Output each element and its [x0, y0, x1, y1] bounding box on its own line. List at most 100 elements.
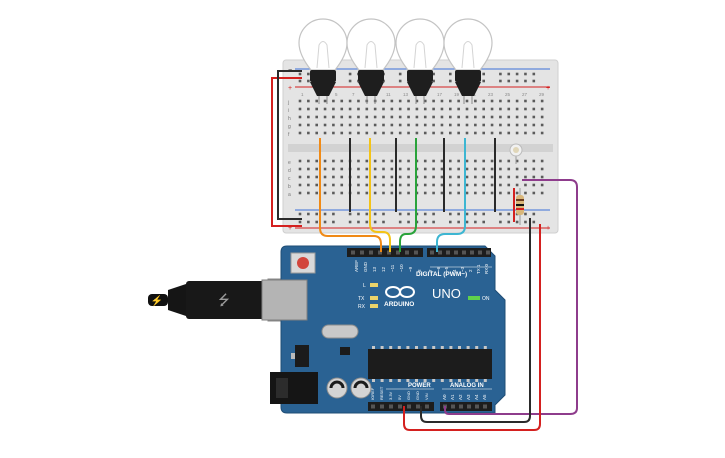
bulb-3[interactable]	[395, 18, 445, 104]
mcu-pin	[415, 346, 418, 349]
breadboard-hole	[440, 191, 444, 195]
breadboard-hole	[423, 107, 427, 111]
mcu-pin	[372, 346, 375, 349]
bulb-filament	[461, 41, 475, 69]
breadboard-hole	[540, 167, 544, 171]
breadboard-hole	[540, 183, 544, 187]
breadboard-hole	[373, 159, 377, 163]
resistor-band	[516, 199, 524, 201]
breadboard-hole	[524, 99, 527, 103]
breadboard-hole	[390, 183, 394, 187]
bulb-1[interactable]	[298, 18, 348, 104]
breadboard-hole	[449, 183, 452, 187]
resistor[interactable]	[516, 188, 524, 225]
header-pin-hole	[486, 250, 490, 255]
arduino-uno-board[interactable]: ⭍ ⚡ AREF GND 13 12 ~11 ~10 ~9 8 7 ~6 ~5	[148, 245, 506, 414]
pin-label: A5	[482, 394, 487, 400]
breadboard-hole	[490, 167, 494, 171]
breadboard-hole	[465, 115, 469, 119]
breadboard-hole	[307, 123, 310, 127]
breadboard-hole	[323, 175, 327, 179]
rail-hole	[365, 212, 369, 216]
wire-purple[interactable]	[444, 179, 578, 415]
breadboard-hole	[323, 131, 327, 135]
breadboard-hole	[315, 115, 318, 119]
row-letter: d	[288, 168, 291, 174]
breadboard-hole	[373, 123, 377, 127]
bulb-socket	[310, 70, 336, 82]
breadboard-hole	[390, 115, 394, 119]
breadboard-hole	[398, 115, 402, 119]
breadboard-hole	[332, 167, 335, 171]
bulb-2[interactable]	[346, 18, 396, 104]
rail-hole	[532, 79, 536, 83]
rail-hole	[532, 72, 536, 76]
rail-hole	[449, 79, 452, 83]
rail-hole	[307, 220, 310, 224]
breadboard-hole	[415, 115, 419, 119]
wire-black-gnd[interactable]	[420, 218, 531, 423]
wire-orange[interactable]	[319, 138, 382, 252]
bulb-socket	[358, 70, 384, 82]
breadboard-hole	[507, 191, 511, 195]
breadboard-hole	[407, 183, 410, 187]
wire-red-left-rail[interactable]	[271, 77, 302, 227]
rail-hole	[457, 220, 460, 224]
mcu-pin	[389, 346, 393, 349]
breadboard-hole	[507, 115, 511, 119]
breadboard-hole	[499, 123, 502, 127]
breadboard[interactable]: − + + + + j i h g f e d c b a 1 3 5 7 9 …	[282, 59, 559, 234]
bulb-4[interactable]	[443, 18, 493, 104]
breadboard-hole	[340, 183, 344, 187]
breadboard-hole	[532, 183, 536, 187]
microcontroller-pins	[372, 346, 487, 382]
row-letter: c	[288, 176, 291, 182]
breadboard-hole	[332, 183, 335, 187]
mcu-pin	[406, 379, 410, 382]
breadboard-hole	[373, 175, 377, 179]
breadboard-hole	[474, 123, 477, 127]
breadboard-hole	[332, 99, 335, 103]
resistor-band	[516, 208, 524, 210]
mcu-pin	[397, 379, 401, 382]
wire-cyan[interactable]	[436, 138, 466, 252]
header-pin-hole	[360, 250, 364, 255]
breadboard-hole	[307, 167, 310, 171]
breadboard-hole	[449, 159, 452, 163]
photoresistor[interactable]	[509, 143, 523, 164]
wire-black-left-rail[interactable]	[277, 70, 302, 220]
breadboard-hole	[423, 159, 427, 163]
rail-hole	[449, 220, 452, 224]
wire-yellow[interactable]	[369, 138, 391, 252]
mcu-pin	[415, 379, 418, 382]
header-pin-hole	[425, 404, 429, 409]
pin-label: GND	[363, 261, 368, 272]
analog-in-label: ANALOG IN	[450, 383, 484, 389]
breadboard-hole	[365, 183, 369, 187]
header-pin-hole	[378, 250, 382, 255]
rail-hole	[323, 212, 327, 216]
breadboard-hole	[348, 123, 352, 127]
rail-hole	[507, 212, 511, 216]
wires	[271, 70, 578, 431]
reset-button[interactable]	[297, 257, 309, 269]
breadboard-hole	[373, 183, 377, 187]
breadboard-hole	[323, 191, 327, 195]
breadboard-hole	[298, 107, 302, 111]
header-pin-hole	[414, 250, 418, 255]
breadboard-hole	[323, 107, 327, 111]
breadboard-hole	[482, 131, 485, 135]
breadboard-hole	[532, 159, 536, 163]
rail-hole	[432, 220, 435, 224]
wire-green[interactable]	[399, 138, 417, 252]
photoresistor-cell	[513, 147, 519, 153]
breadboard-hole	[315, 167, 318, 171]
breadboard-hole	[524, 131, 527, 135]
header-pin-hole	[483, 404, 487, 409]
wire-red-5v[interactable]	[403, 224, 541, 431]
breadboard-hole	[323, 183, 327, 187]
breadboard-hole	[423, 131, 427, 135]
breadboard-hole	[524, 123, 527, 127]
breadboard-hole	[507, 167, 511, 171]
rail-hole	[407, 212, 410, 216]
